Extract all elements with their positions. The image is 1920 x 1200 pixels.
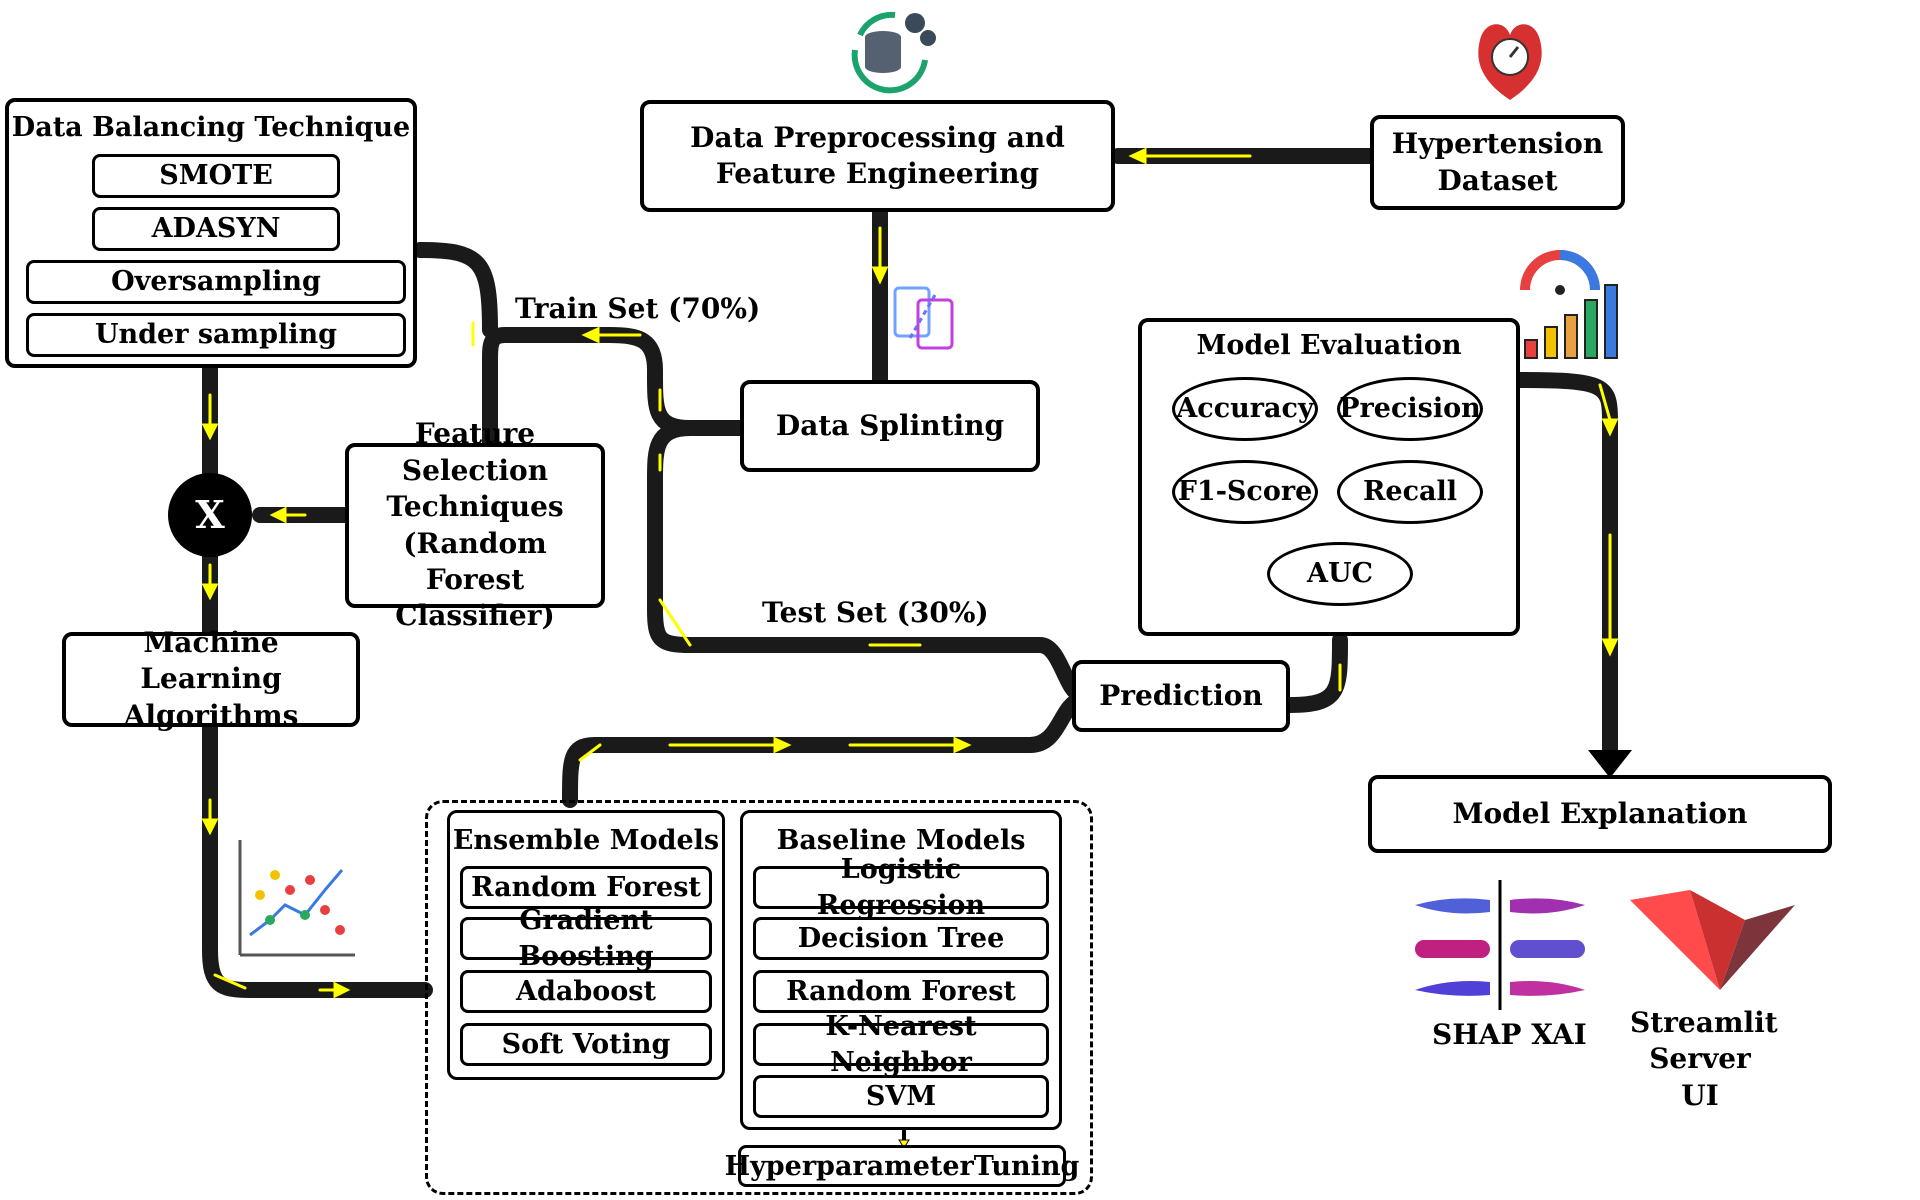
database-gear-icon — [851, 11, 936, 94]
model-evaluation-title: Model Evaluation — [1196, 330, 1462, 361]
baseline-item-decision-tree: Decision Tree — [753, 917, 1049, 960]
data-balancing-title: Data Balancing Technique — [11, 112, 411, 143]
hyperparameter-tuning-box: HyperparameterTuning — [725, 1145, 1079, 1187]
heart-gauge-icon — [1478, 24, 1542, 100]
metric-recall: Recall — [1337, 460, 1483, 524]
ensemble-item-random-forest: Random Forest — [460, 866, 712, 909]
merge-node-circle — [168, 473, 252, 557]
ensemble-models-title: Ensemble Models — [452, 825, 720, 856]
streamlit-label: Streamlit Server UI — [1630, 1006, 1778, 1112]
baseline-item-logistic-regression: Logistic Regression — [753, 854, 1049, 921]
shap-logo-icon — [1415, 880, 1585, 1010]
balancing-item-oversampling: Oversampling — [26, 260, 406, 304]
ensemble-item-gradient-boosting: Gradient Boosting — [460, 905, 712, 972]
train-set-label: Train Set (70%) — [515, 292, 761, 325]
gauge-bar-chart-icon — [1520, 250, 1618, 359]
baseline-models-title: Baseline Models — [776, 825, 1026, 856]
balancing-item-adasyn: ADASYN — [92, 207, 340, 251]
prediction-box: Prediction — [1072, 660, 1290, 732]
metric-precision: Precision — [1337, 377, 1483, 441]
data-balancing-box: Data Balancing Technique SMOTE ADASYN Ov… — [5, 98, 417, 368]
test-set-label: Test Set (30%) — [762, 596, 989, 629]
feature-selection-box: Feature Selection Techniques (Random For… — [345, 417, 605, 632]
metric-f1-score: F1-Score — [1172, 460, 1318, 524]
baseline-item-knn: K-Nearest Neighbor — [753, 1011, 1049, 1078]
metric-accuracy: Accuracy — [1172, 377, 1318, 441]
baseline-item-random-forest: Random Forest — [753, 970, 1049, 1013]
scatter-plot-icon — [238, 840, 355, 957]
balancing-item-smote: SMOTE — [92, 154, 340, 198]
model-explanation-box: Model Explanation — [1368, 775, 1832, 853]
balancing-item-undersampling: Under sampling — [26, 313, 406, 357]
hypertension-dataset-box: Hypertension Dataset — [1370, 115, 1625, 210]
streamlit-logo-icon — [1630, 890, 1795, 990]
data-splitting-box: Data Splinting — [740, 380, 1040, 472]
model-group-dashed — [425, 800, 1093, 1195]
tuning-arrow — [898, 1128, 910, 1149]
baseline-models-box: Baseline Models Logistic Regression Deci… — [740, 810, 1062, 1130]
ensemble-item-soft-voting: Soft Voting — [460, 1023, 712, 1066]
model-evaluation-box: Model Evaluation Accuracy Precision F1-S… — [1138, 318, 1520, 636]
shap-xai-label: SHAP XAI — [1432, 1018, 1587, 1051]
ml-algorithms-box: Machine Learning Algorithms — [62, 626, 360, 732]
ensemble-models-box: Ensemble Models Random Forest Gradient B… — [447, 810, 725, 1080]
preprocessing-box: Data Preprocessing and Feature Engineeri… — [640, 100, 1115, 212]
merge-node-label: X — [195, 492, 225, 537]
split-files-icon — [893, 286, 954, 350]
ensemble-item-adaboost: Adaboost — [460, 970, 712, 1013]
baseline-item-svm: SVM — [753, 1075, 1049, 1118]
metric-auc: AUC — [1267, 542, 1413, 606]
